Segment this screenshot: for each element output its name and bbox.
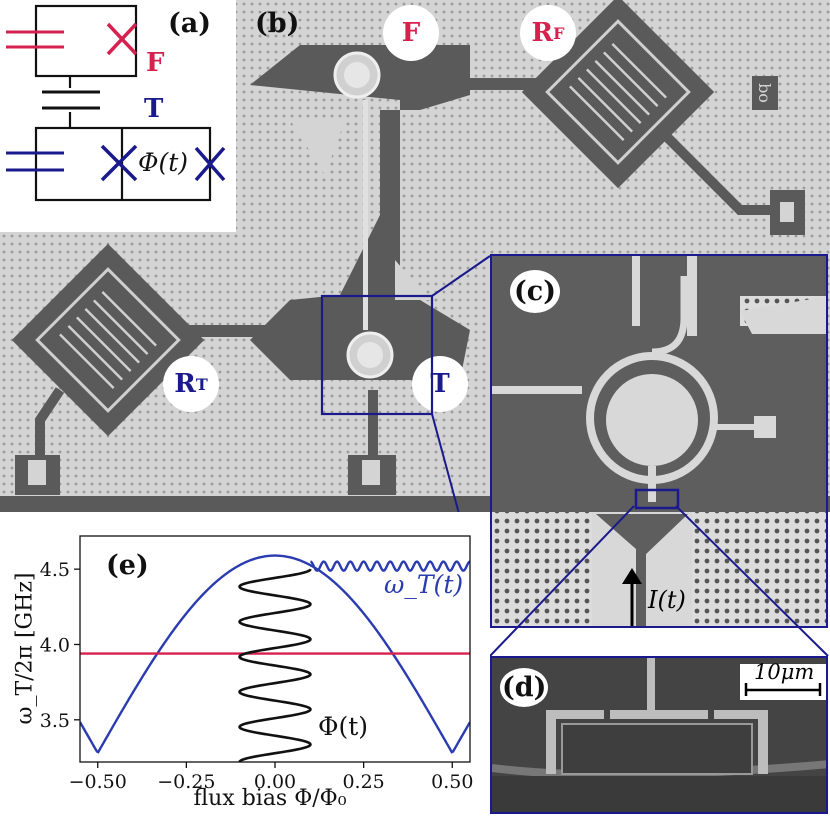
chip-t-label: T: [412, 356, 468, 412]
y-axis-label: ω_T/2π [GHz]: [12, 572, 38, 725]
flux-spectrum-chart: −0.50 −0.25 0.00 0.25 0.50 3.5 4.0 4.5: [40, 535, 473, 793]
x-tick-label: 0.50: [431, 771, 473, 793]
series-omega-oscillation: [310, 560, 471, 572]
panel-c-label: (c): [510, 270, 560, 313]
zoom-box-t: [320, 294, 434, 416]
y-tick-label: 3.5: [40, 710, 70, 732]
x-tick-label: 0.25: [342, 771, 384, 793]
y-tick-label: 4.5: [40, 559, 70, 581]
chip-mark: bo: [755, 83, 774, 103]
inset-d: (d) 10μm: [490, 656, 828, 814]
x-tick-label: −0.50: [69, 771, 127, 793]
x-tick-label: 0.00: [254, 771, 296, 793]
resonator-rt: [11, 243, 205, 437]
panel-a-label: (a): [168, 8, 212, 39]
circuit-panel-background: [0, 0, 236, 232]
series-omega-curve: [80, 554, 470, 754]
scale-bar-label: 10μm: [754, 660, 815, 684]
x-axis-label: flux bias Φ/Φ₀: [193, 786, 347, 811]
circuit-phi-label: Φ(t): [138, 148, 189, 177]
phi-annotation: Φ(t): [318, 712, 369, 741]
panel-e-label: (e): [106, 550, 149, 581]
series-flux-drive: [238, 568, 312, 762]
panel-d-label: (d): [500, 668, 549, 707]
y-tick-label: 4.0: [40, 634, 70, 656]
chart-e: −0.50 −0.25 0.00 0.25 0.50 3.5 4.0 4.5 (e) ω_T(…: [0, 512, 490, 816]
circuit-f-label: F: [146, 48, 165, 78]
chip-f-label: F: [383, 5, 439, 61]
inset-c: (c) I(t): [490, 254, 828, 628]
current-label: I(t): [648, 586, 686, 614]
omega-annotation: ω_T(t): [384, 570, 464, 599]
panel-b-label: (b): [255, 8, 300, 39]
circuit-t-label: T: [144, 94, 164, 124]
x-tick-label: −0.25: [157, 771, 215, 793]
